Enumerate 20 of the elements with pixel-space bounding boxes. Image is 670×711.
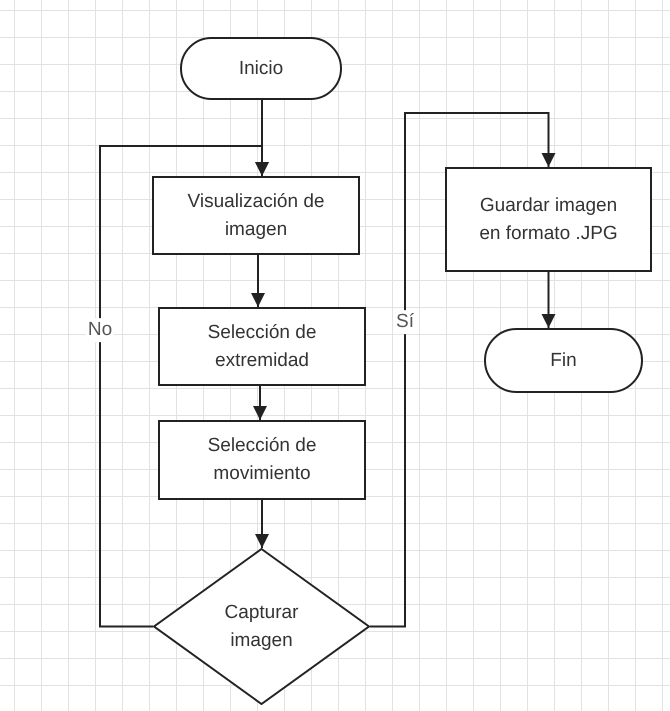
node-text: Selección de extremidad xyxy=(206,320,318,372)
node-text: Inicio xyxy=(238,56,284,81)
node-text: Fin xyxy=(550,348,577,373)
terminal-shape xyxy=(180,37,342,100)
process-box xyxy=(158,307,366,386)
arrow xyxy=(255,500,269,548)
node-text: Selección de movimiento xyxy=(206,434,318,486)
arrow xyxy=(542,272,556,328)
arrow xyxy=(99,145,269,628)
edge-label: Sí xyxy=(394,310,416,334)
arrow xyxy=(251,255,265,307)
arrow xyxy=(370,112,556,628)
edge-label: No xyxy=(86,318,114,342)
process-box xyxy=(152,176,360,255)
node-text: Capturar imagen xyxy=(224,600,300,652)
node-text: Visualización de imagen xyxy=(186,190,326,242)
node-text: Guardar imagen en formato .JPG xyxy=(478,194,618,246)
arrow xyxy=(253,386,267,420)
process-box xyxy=(158,420,366,500)
process-box xyxy=(445,167,652,272)
